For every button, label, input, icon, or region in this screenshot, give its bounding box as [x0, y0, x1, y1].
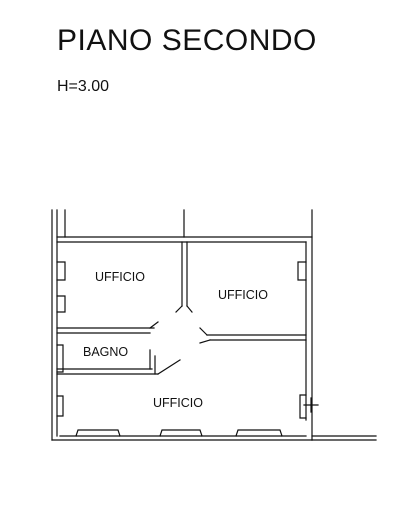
wall-niche: [56, 261, 66, 313]
outer-wall-left: [51, 209, 58, 441]
partition-bagno: [56, 368, 159, 375]
window-niche: [235, 429, 283, 437]
wall-niche: [56, 344, 64, 417]
door-swing: [175, 305, 193, 313]
partition-bagno-side: [149, 349, 156, 375]
partition-mid-left: [56, 327, 155, 334]
exterior-line: [311, 435, 377, 441]
window-niche: [75, 429, 121, 437]
room-label-bagno: BAGNO: [83, 345, 128, 359]
room-label-ufficio-2: UFFICIO: [218, 288, 268, 302]
partition-mid-right: [206, 334, 307, 341]
wall-top: [56, 236, 313, 243]
room-label-ufficio-1: UFFICIO: [95, 270, 145, 284]
room-label-ufficio-3: UFFICIO: [153, 396, 203, 410]
wall-niche: [297, 261, 307, 281]
outer-wall-right: [305, 209, 313, 441]
wall-niche: [299, 394, 307, 419]
door-swing: [199, 327, 211, 344]
window-niche: [159, 429, 203, 437]
door-swing: [157, 359, 181, 375]
ceiling-height-label: H=3.00: [57, 78, 110, 95]
partition-center: [181, 241, 188, 307]
wall-stub-top: [64, 209, 185, 238]
door-swing: [149, 321, 159, 329]
floor-title: PIANO SECONDO: [57, 24, 317, 57]
wall-bottom: [51, 435, 313, 441]
section-mark: [303, 397, 319, 413]
